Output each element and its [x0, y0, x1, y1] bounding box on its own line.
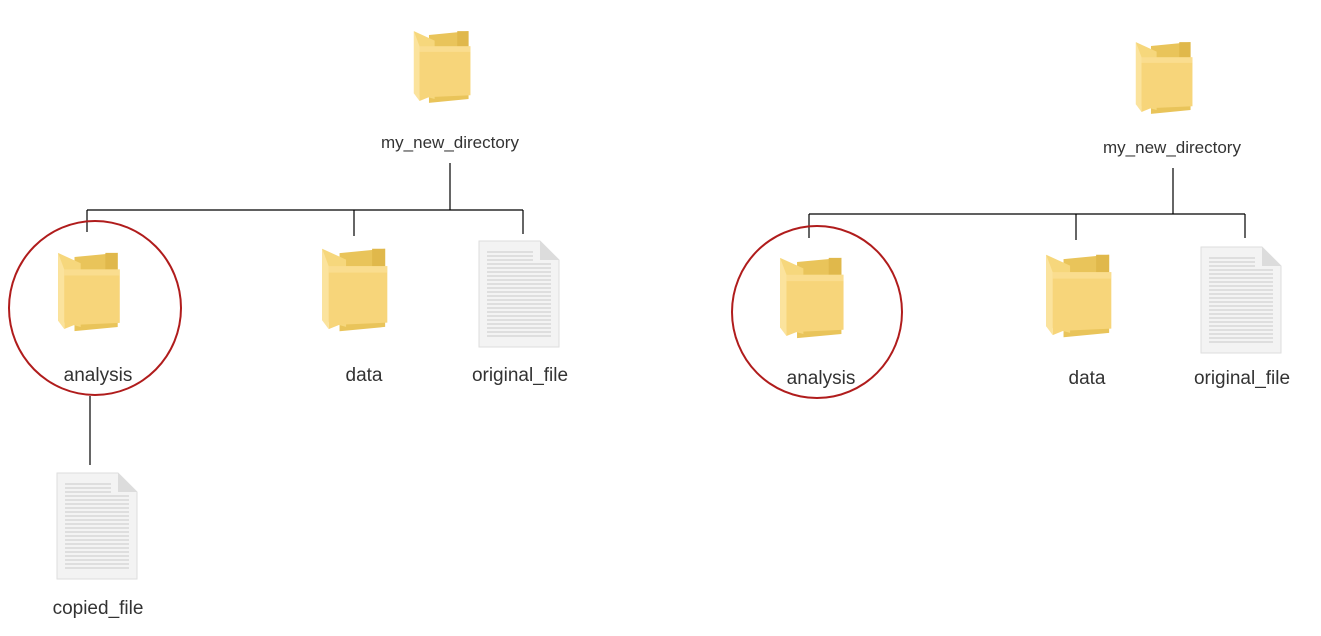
right-original-file-label: original_file [1193, 368, 1291, 389]
left-data-label: data [345, 365, 383, 386]
file-icon[interactable] [56, 471, 138, 581]
left-original-file-label: original_file [471, 365, 569, 386]
highlight-circle [731, 225, 903, 399]
left-analysis-label: analysis [63, 365, 133, 386]
highlight-circle [8, 220, 182, 396]
folder-icon[interactable] [778, 248, 852, 348]
folder-icon[interactable] [1134, 32, 1200, 124]
file-icon[interactable] [478, 240, 560, 348]
left-tree-connectors [86, 163, 524, 465]
right-data-label: data [1068, 368, 1106, 389]
folder-icon[interactable] [320, 242, 396, 338]
file-icon[interactable] [1200, 246, 1282, 354]
folder-icon[interactable] [1044, 246, 1120, 346]
folder-icon[interactable] [412, 26, 478, 108]
right-root-label: my_new_directory [1103, 138, 1241, 157]
left-copied-file-label: copied_file [52, 598, 144, 619]
right-analysis-label: analysis [786, 368, 856, 389]
right-tree-connectors [808, 168, 1246, 240]
folder-icon[interactable] [56, 244, 128, 340]
left-root-label: my_new_directory [381, 133, 519, 152]
